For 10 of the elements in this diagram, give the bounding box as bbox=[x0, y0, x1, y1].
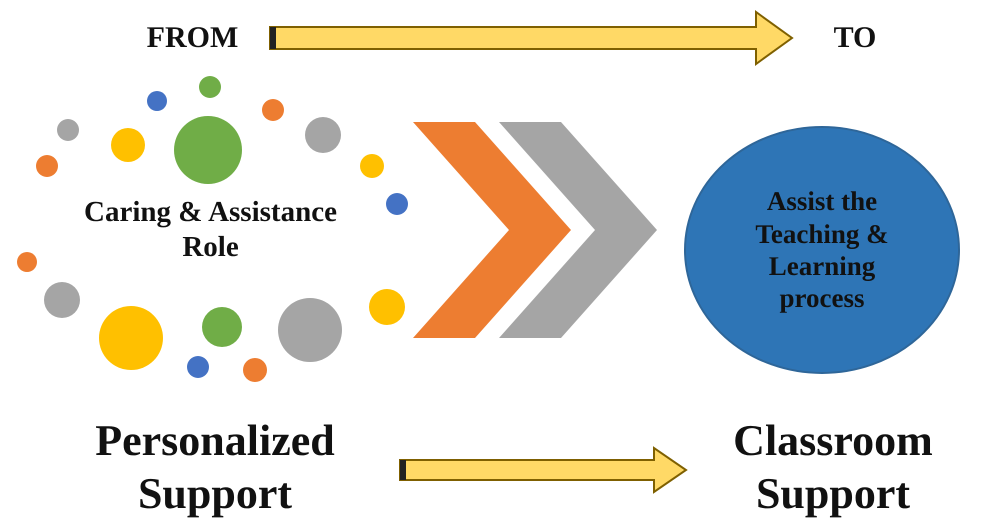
node-label: FROM bbox=[146, 20, 240, 56]
node-label: Caring & Assistance Role bbox=[83, 195, 338, 265]
chevron-arrow bbox=[413, 122, 571, 338]
block-arrow bbox=[399, 446, 688, 494]
node-label: TO bbox=[832, 20, 878, 56]
block-arrow bbox=[269, 10, 794, 66]
node-label: Personalized Support bbox=[94, 415, 336, 519]
circle-label: Assist the Teaching & Learning process bbox=[754, 185, 890, 315]
node-label: Classroom Support bbox=[732, 415, 934, 519]
chevron-arrow bbox=[499, 122, 657, 338]
